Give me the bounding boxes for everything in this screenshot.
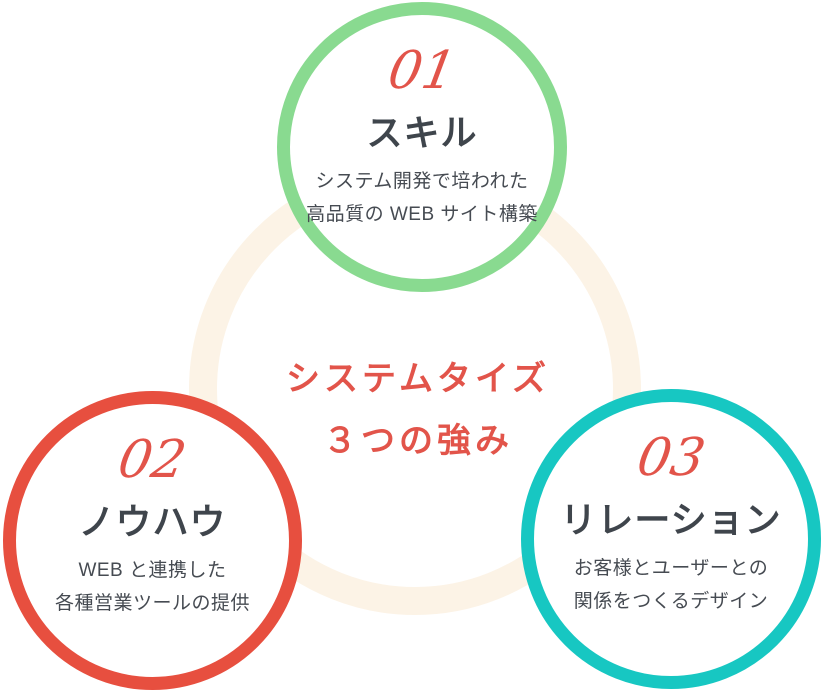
circle-number-02: 02 [114, 430, 191, 490]
center-title-line1: システムタイズ [286, 360, 550, 398]
circle-title-skill: スキル [366, 112, 478, 153]
description-line: 高品質の WEB サイト構築 [306, 204, 538, 226]
circle-description-relation: お客様とユーザーとの 関係をつくるデザイン [574, 552, 769, 618]
strength-circle-skill: 01 スキル システム開発で培われた 高品質の WEB サイト構築 [277, 2, 567, 292]
circle-number-01: 01 [383, 41, 461, 101]
circle-title-relation: リレーション [560, 499, 782, 540]
description-line: お客様とユーザーとの [573, 558, 769, 580]
circle-number-03: 03 [632, 428, 710, 488]
description-line: 各種営業ツールの提供 [54, 593, 250, 615]
center-title-line2: ３つの強み [323, 422, 513, 460]
strength-circle-relation: 03 リレーション お客様とユーザーとの 関係をつくるデザイン [521, 389, 821, 689]
diagram-center-title: システムタイズ ３つの強み [10, 348, 826, 472]
description-line: システム開発で培われた [315, 171, 529, 193]
circle-title-knowhow: ノウハウ [78, 501, 227, 542]
description-line: WEB と連携した [78, 560, 227, 582]
circle-description-skill: システム開発で培われた 高品質の WEB サイト構築 [306, 165, 538, 231]
description-line: 関係をつくるデザイン [573, 591, 769, 613]
circle-description-knowhow: WEB と連携した 各種営業ツールの提供 [55, 554, 250, 620]
strength-circle-knowhow: 02 ノウハウ WEB と連携した 各種営業ツールの提供 [3, 391, 302, 690]
